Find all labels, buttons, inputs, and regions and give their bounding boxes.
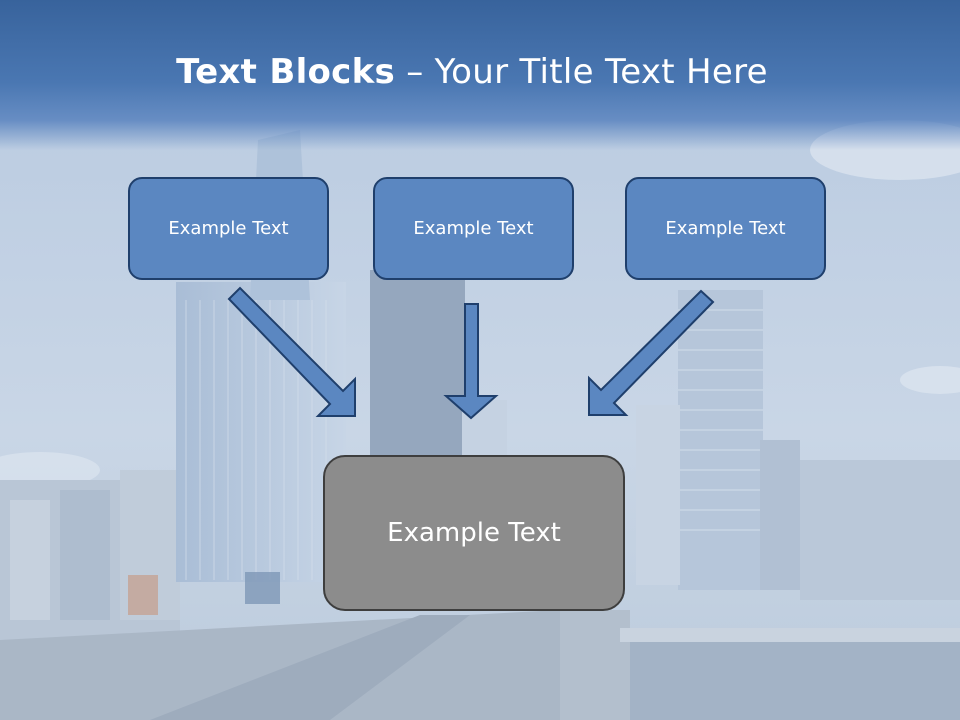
title-rest-part: Your Title Text Here bbox=[434, 52, 768, 92]
text-block-2[interactable]: Example Text bbox=[373, 177, 574, 280]
center-text-block[interactable]: Example Text bbox=[323, 455, 625, 611]
arrow-right-icon bbox=[588, 289, 715, 416]
arrow-center-icon bbox=[443, 303, 499, 420]
text-block-3[interactable]: Example Text bbox=[625, 177, 826, 280]
text-block-1[interactable]: Example Text bbox=[128, 177, 329, 280]
arrow-left-icon bbox=[227, 286, 356, 417]
center-text-block-label: Example Text bbox=[387, 518, 561, 548]
title-bold-part: Text Blocks bbox=[176, 52, 396, 92]
text-block-2-label: Example Text bbox=[413, 218, 534, 239]
header-band bbox=[0, 0, 960, 150]
text-block-3-label: Example Text bbox=[665, 218, 786, 239]
slide-title: Text Blocks – Your Title Text Here bbox=[0, 52, 944, 92]
title-separator: – bbox=[395, 52, 435, 92]
text-block-1-label: Example Text bbox=[168, 218, 289, 239]
